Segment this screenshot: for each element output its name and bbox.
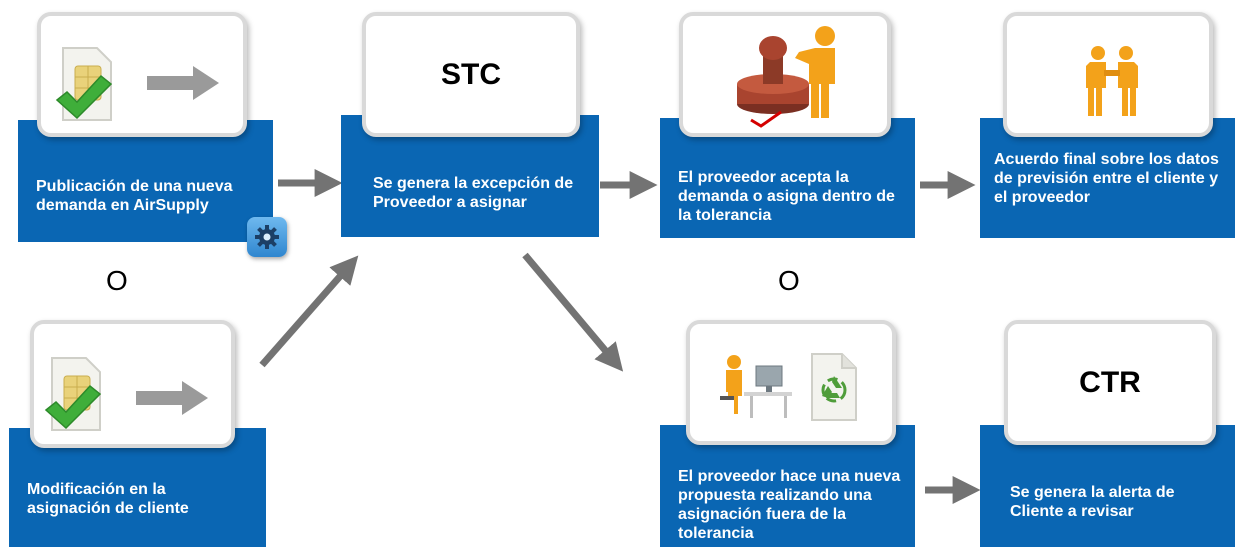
- accept-text: El proveedor acepta la demanda o asigna …: [678, 168, 895, 224]
- or-label-right: O: [778, 265, 800, 296]
- agreement-box: Acuerdo final sobre los datos de previsi…: [980, 118, 1235, 238]
- agreement-text: Acuerdo final sobre los datos de previsi…: [994, 150, 1219, 206]
- arrow-stc-to-proposal: [522, 252, 624, 372]
- stamp-approval-icon: [737, 26, 835, 128]
- accept-box: El proveedor acepta la demanda o asigna …: [660, 118, 915, 238]
- accept-card: [679, 12, 891, 137]
- stc-code: STC: [441, 58, 501, 91]
- document-check-icon: [44, 357, 102, 431]
- gray-arrow-icon: [147, 66, 219, 100]
- proposal-text: El proveedor hace una nueva propuesta re…: [678, 468, 901, 542]
- recycle-document-icon: [811, 353, 857, 421]
- modification-card: [30, 320, 235, 448]
- proposal-box: El proveedor hace una nueva propuesta re…: [660, 425, 915, 547]
- person-at-desk-icon: [720, 355, 792, 418]
- ctr-box: Se genera la alerta de Cliente a revisar: [980, 425, 1235, 547]
- proposal-card: [686, 320, 896, 445]
- publication-box: Publicación de una nueva demanda en AirS…: [18, 120, 273, 242]
- stc-card: STC: [362, 12, 580, 137]
- stc-text: Se genera la excepción de Proveedor a as…: [373, 175, 574, 211]
- ctr-code: CTR: [1079, 366, 1141, 399]
- handshake-icon: [1086, 46, 1138, 116]
- document-check-icon: [55, 47, 113, 121]
- agreement-card: [1003, 12, 1213, 137]
- gray-arrow-icon: [136, 381, 208, 415]
- gear-icon[interactable]: [247, 217, 287, 257]
- arrow-mod-to-stc: [259, 255, 359, 368]
- modification-text: Modificación en la asignación de cliente: [27, 480, 189, 517]
- publication-text: Publicación de una nueva demanda en AirS…: [36, 178, 233, 214]
- publication-card: [37, 12, 247, 137]
- ctr-card: CTR: [1004, 320, 1216, 445]
- or-label-left: O: [106, 265, 128, 296]
- ctr-text: Se genera la alerta de Cliente a revisar: [1010, 484, 1175, 520]
